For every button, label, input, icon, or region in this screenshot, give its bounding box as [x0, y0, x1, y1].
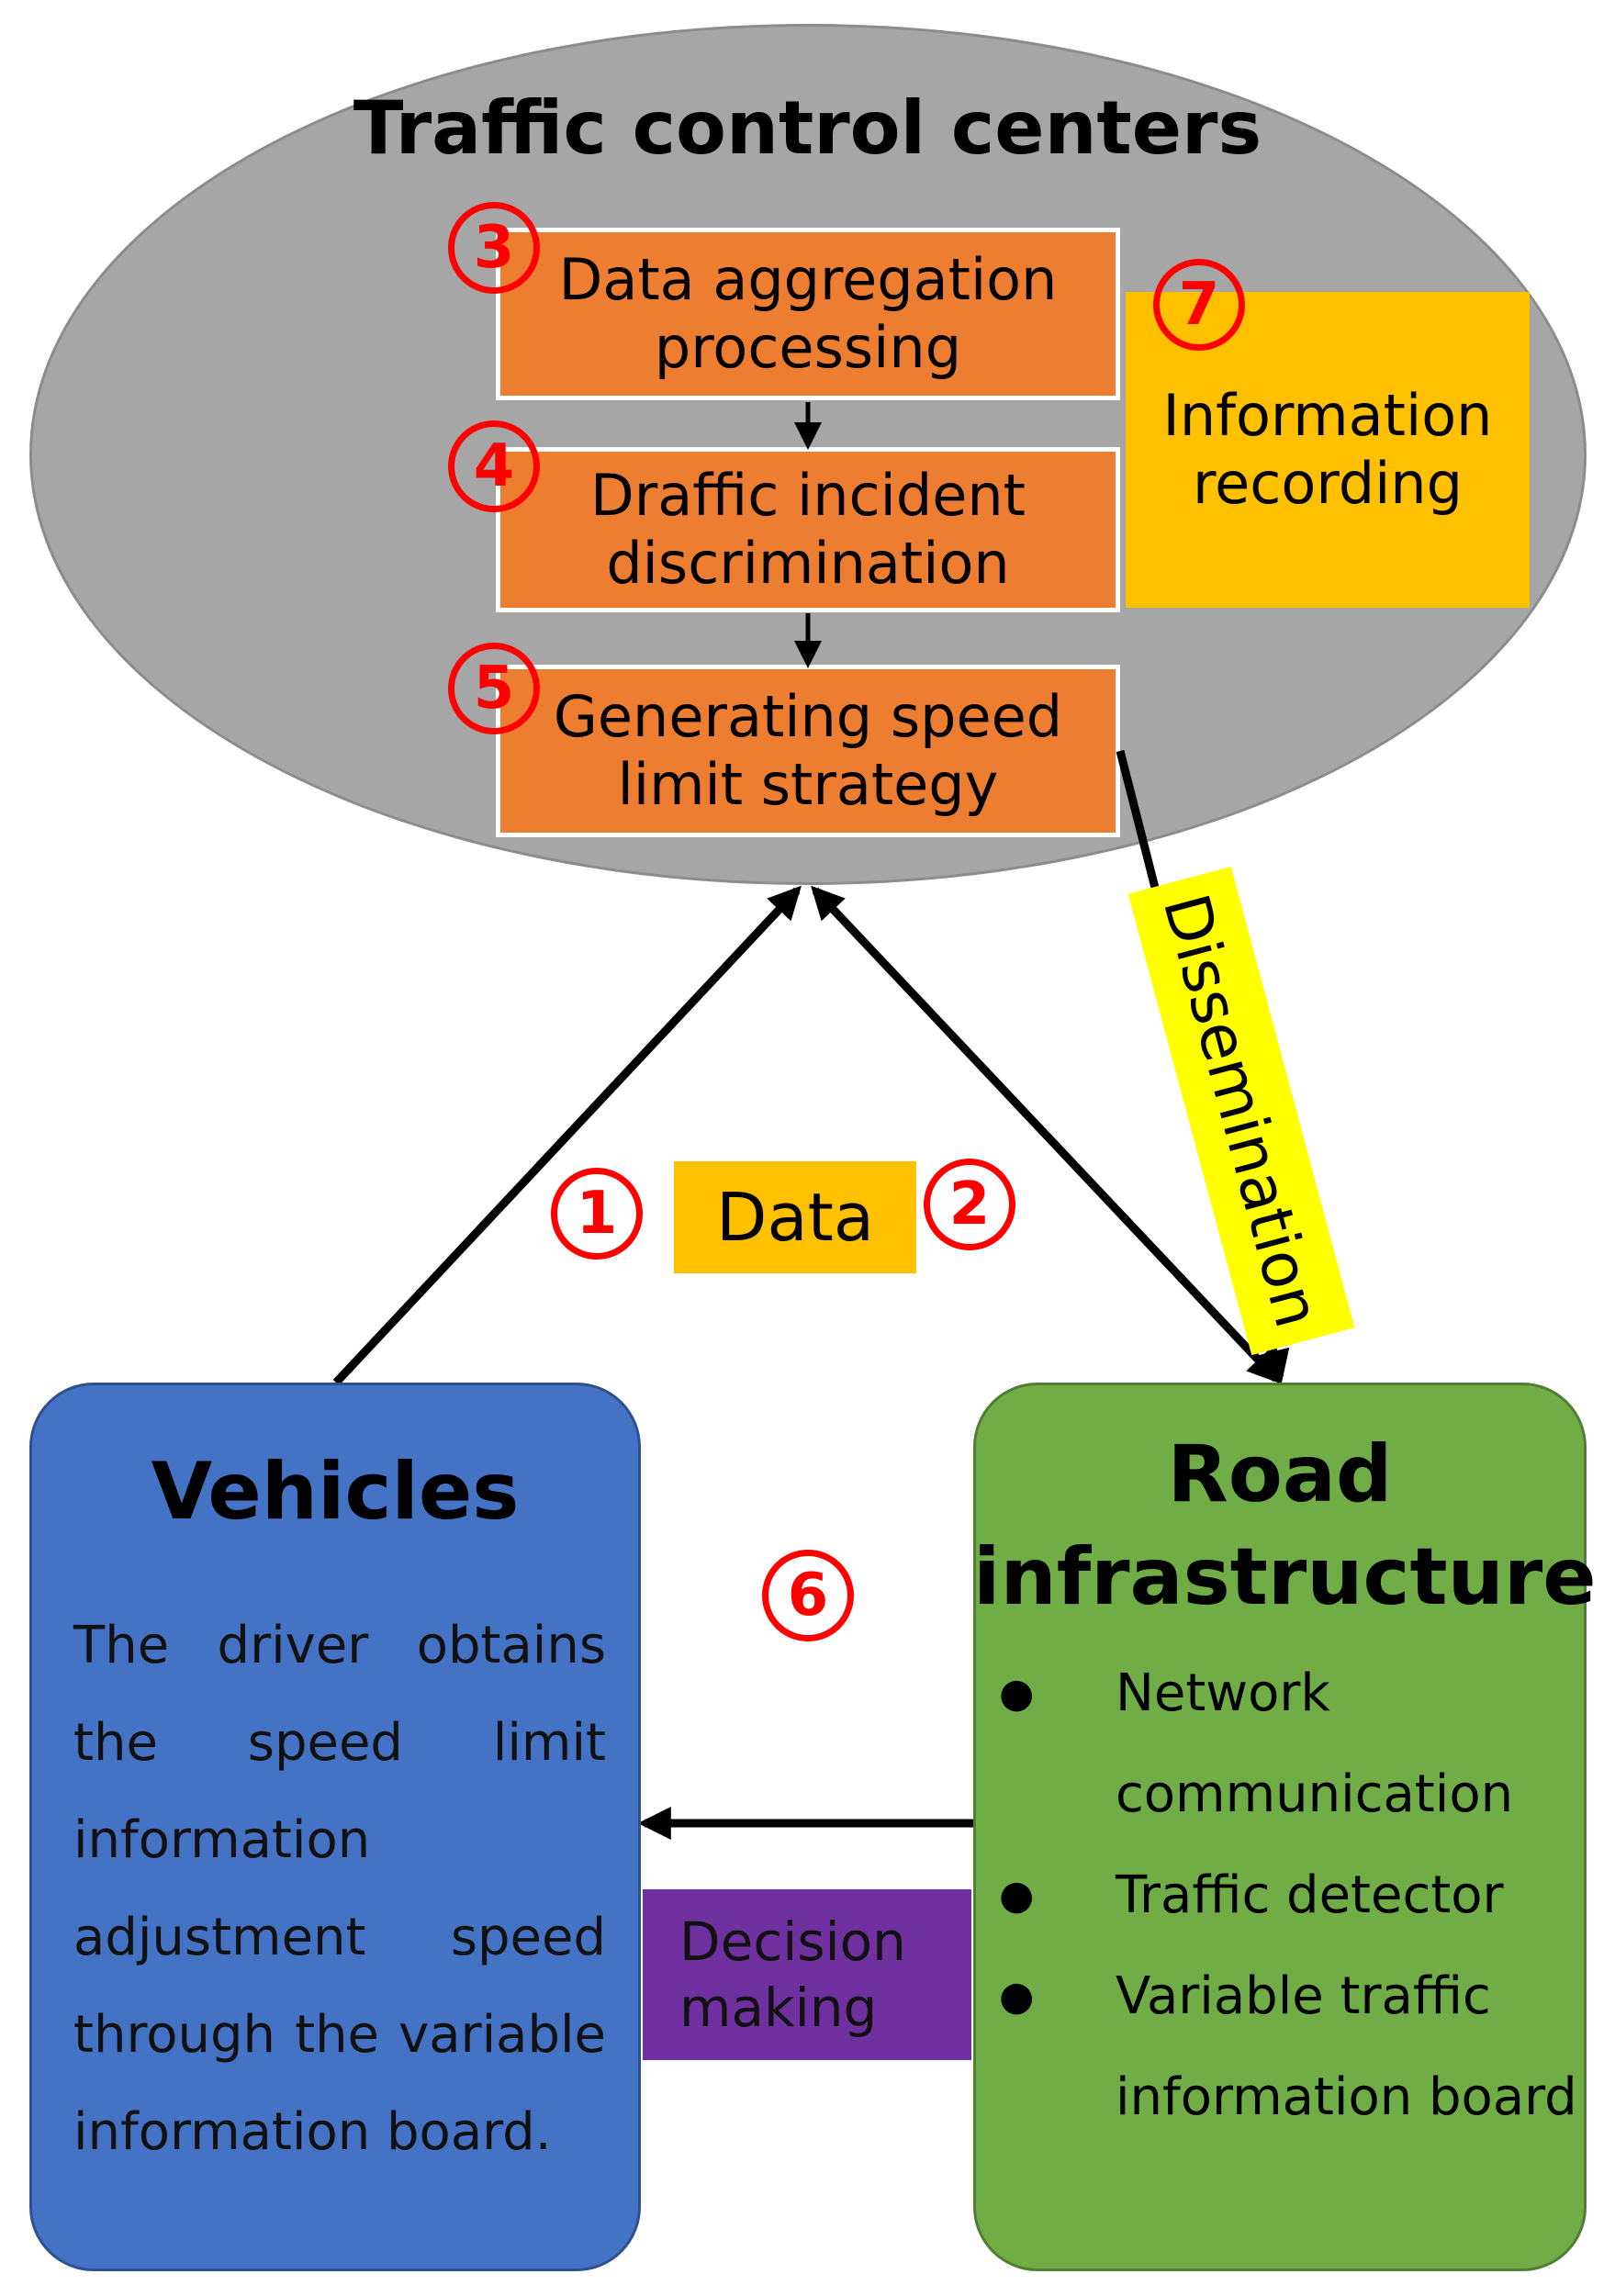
- list-item: ● Variable traffic information board: [999, 1946, 1577, 2148]
- data-label: Data: [716, 1179, 874, 1256]
- arrow-vehicles-to-center: [332, 885, 802, 1386]
- step-number-3: 3: [448, 202, 540, 294]
- step-label: Draffic incident discrimination: [590, 461, 1026, 597]
- list-item-text: Traffic detector: [1116, 1865, 1504, 1925]
- decision-making-box: Decision making: [643, 1889, 971, 2060]
- information-recording-label: Information recording: [1162, 381, 1493, 517]
- road-infrastructure-list: ● Network communication ● Traffic detector…: [999, 1643, 1577, 2148]
- list-item: ● Traffic detector: [999, 1845, 1577, 1946]
- step-box-incident-discrimination: Draffic incident discrimination: [496, 447, 1120, 612]
- list-item-text: Network communication: [1116, 1663, 1514, 1824]
- vehicles-box: [29, 1383, 641, 2271]
- road-infrastructure-title: Road infrastructure: [973, 1428, 1597, 1623]
- step-number-1: 1: [551, 1168, 643, 1260]
- step-number-4: 4: [448, 420, 540, 512]
- decision-making-label: Decision making: [679, 1910, 906, 2040]
- information-recording-box: Information recording: [1126, 292, 1530, 608]
- step-number-2: 2: [924, 1159, 1015, 1250]
- step-box-speed-limit-strategy: Generating speed limit strategy: [496, 665, 1120, 837]
- bullet-icon: ●: [999, 1973, 1035, 2020]
- bullet-icon: ●: [999, 1670, 1035, 1717]
- data-label-box: Data: [674, 1161, 916, 1273]
- step-number-7: 7: [1153, 259, 1245, 351]
- step-box-data-aggregation: Data aggregation processing: [496, 228, 1120, 400]
- list-item-text: Variable traffic information board: [1116, 1966, 1577, 2127]
- step-label: Data aggregation processing: [558, 245, 1058, 381]
- vehicles-description: The driver obtains the speed limit infor…: [73, 1616, 606, 2162]
- step-label: Generating speed limit strategy: [553, 682, 1063, 818]
- road-infrastructure-box: [973, 1383, 1587, 2271]
- traffic-control-center-title: Traffic control centers: [353, 85, 1262, 171]
- vehicles-title: Vehicles: [151, 1446, 520, 1538]
- step-number-6: 6: [762, 1550, 854, 1641]
- step-number-5: 5: [448, 643, 540, 734]
- arrow-road-to-center: [811, 885, 1281, 1384]
- bullet-icon: ●: [999, 1872, 1035, 1919]
- list-item: ● Network communication: [999, 1643, 1577, 1845]
